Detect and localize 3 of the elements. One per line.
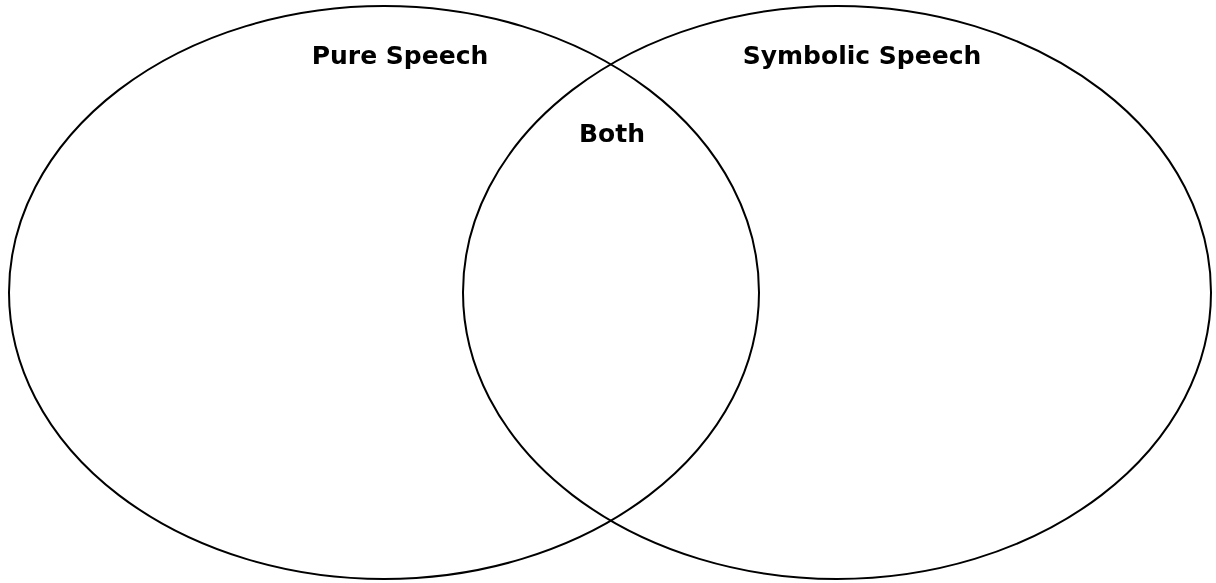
set-heading: Symbolic Speech [742, 40, 982, 70]
overlap-label: Both [579, 118, 645, 148]
set-heading: Pure Speech [311, 40, 489, 70]
